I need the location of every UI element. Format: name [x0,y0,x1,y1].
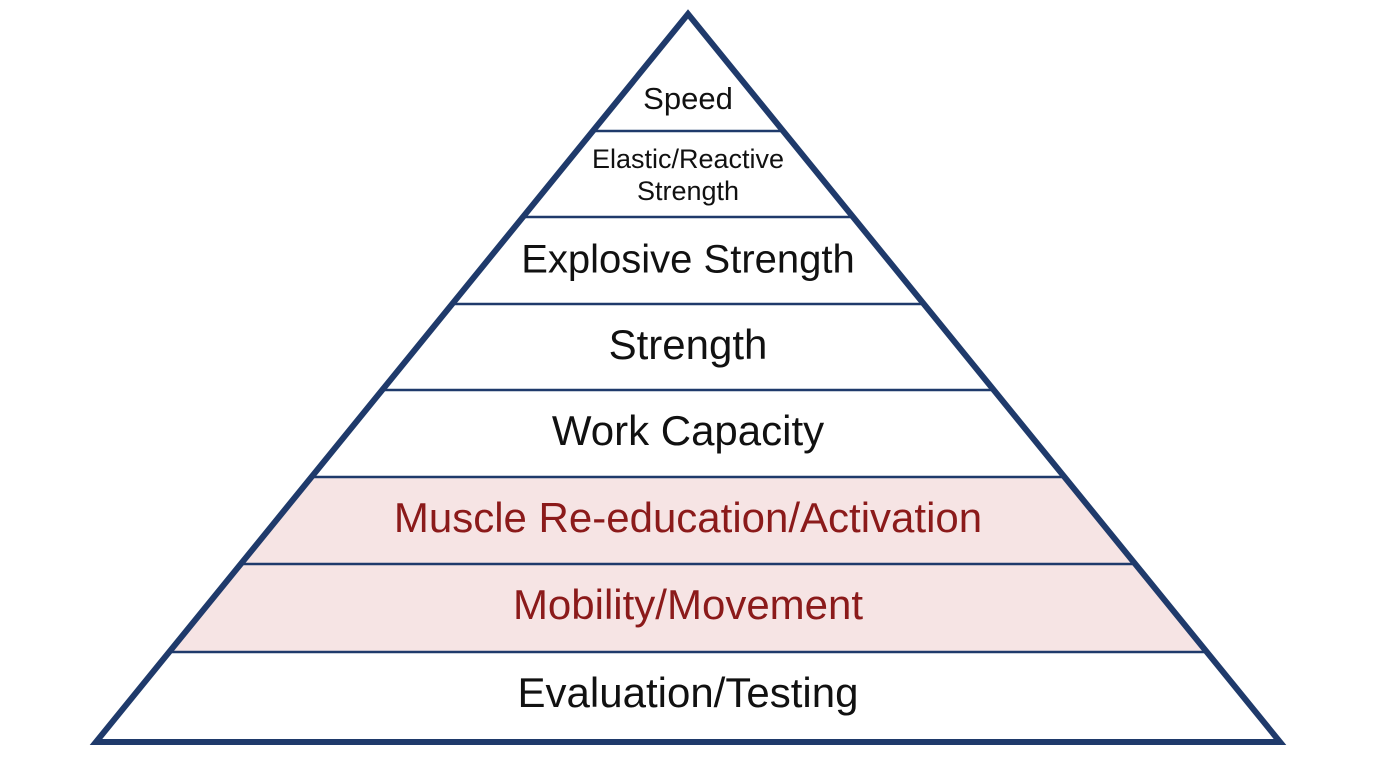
tier-band [522,131,854,217]
tier-label-speed: Speed [643,81,733,116]
tier-band [311,390,1065,477]
tier-label-strength: Strength [609,321,768,368]
tier-label-elastic-reactive: Elastic/Reactive [592,144,784,174]
tier-band [382,304,994,390]
tier-labels: Speed Elastic/Reactive Strength Explosiv… [394,81,982,716]
pyramid-outline [89,9,1287,745]
tier-dividers [169,129,1207,654]
tier-label-evaluation-testing: Evaluation/Testing [518,669,859,716]
tier-fills [96,14,1280,742]
tier-band [452,217,924,304]
tier-label-muscle-reeducation-activation: Muscle Re-education/Activation [394,494,982,541]
tier-band [169,564,1207,652]
tier-band [592,14,784,131]
tier-label-explosive-strength: Explosive Strength [521,238,855,282]
tier-band [96,652,1280,742]
tier-band [240,477,1136,564]
tier-label-mobility-movement: Mobility/Movement [513,581,863,628]
tier-label-elastic-reactive-strength: Strength [637,176,739,206]
tier-label-work-capacity: Work Capacity [552,407,824,454]
